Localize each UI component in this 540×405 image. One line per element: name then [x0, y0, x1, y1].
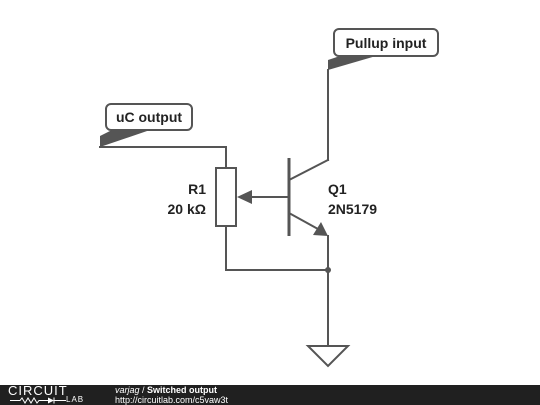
- footer-attribution: varjag / Switched output: [115, 385, 217, 395]
- uc-output-label-text: uC output: [116, 109, 182, 125]
- q1-transistor[interactable]: [287, 158, 330, 236]
- footer-bar: CIRCUIT LAB varjag / Switched output htt…: [0, 383, 540, 405]
- author-link[interactable]: varjag: [115, 385, 140, 395]
- logo-resistor-diode-icon: [10, 397, 66, 404]
- r1-value: 20 kΩ: [168, 201, 206, 217]
- r1-resistor-body[interactable]: [215, 167, 237, 227]
- uc-output-net-label[interactable]: uC output: [100, 103, 193, 147]
- circuitlab-logo[interactable]: CIRCUIT LAB: [8, 383, 98, 405]
- r1-designator: R1: [188, 181, 206, 197]
- attribution-separator: /: [139, 385, 148, 395]
- ground-symbol[interactable]: [305, 345, 351, 368]
- pullup-input-net-label[interactable]: Pullup input: [328, 28, 439, 70]
- q1-designator: Q1: [328, 181, 347, 197]
- logo-lab-text: LAB: [66, 395, 85, 404]
- junction-dot: [325, 267, 331, 273]
- uc-output-label-pointer: [100, 130, 150, 147]
- circuit-title: Switched output: [147, 385, 218, 395]
- q1-emitter-arrow: [313, 222, 328, 236]
- pullup-input-label-pointer: [328, 56, 376, 70]
- q1-collector-lead: [287, 158, 330, 182]
- circuit-schematic: uC output Pullup input R1: [99, 28, 439, 368]
- wire-uc-to-r1: [99, 146, 227, 169]
- pullup-input-label-text: Pullup input: [346, 35, 427, 51]
- pullup-input-label-box: [333, 28, 439, 57]
- circuit-url-link[interactable]: http://circuitlab.com/c5vaw3t: [115, 395, 229, 405]
- wiper-arrow: [237, 190, 252, 204]
- q1-part-number: 2N5179: [328, 201, 377, 217]
- logo-circuit-text: CIRCUIT: [8, 383, 68, 398]
- wire-r1-to-emitter-node: [225, 225, 329, 271]
- q1-emitter-lead: [287, 211, 320, 231]
